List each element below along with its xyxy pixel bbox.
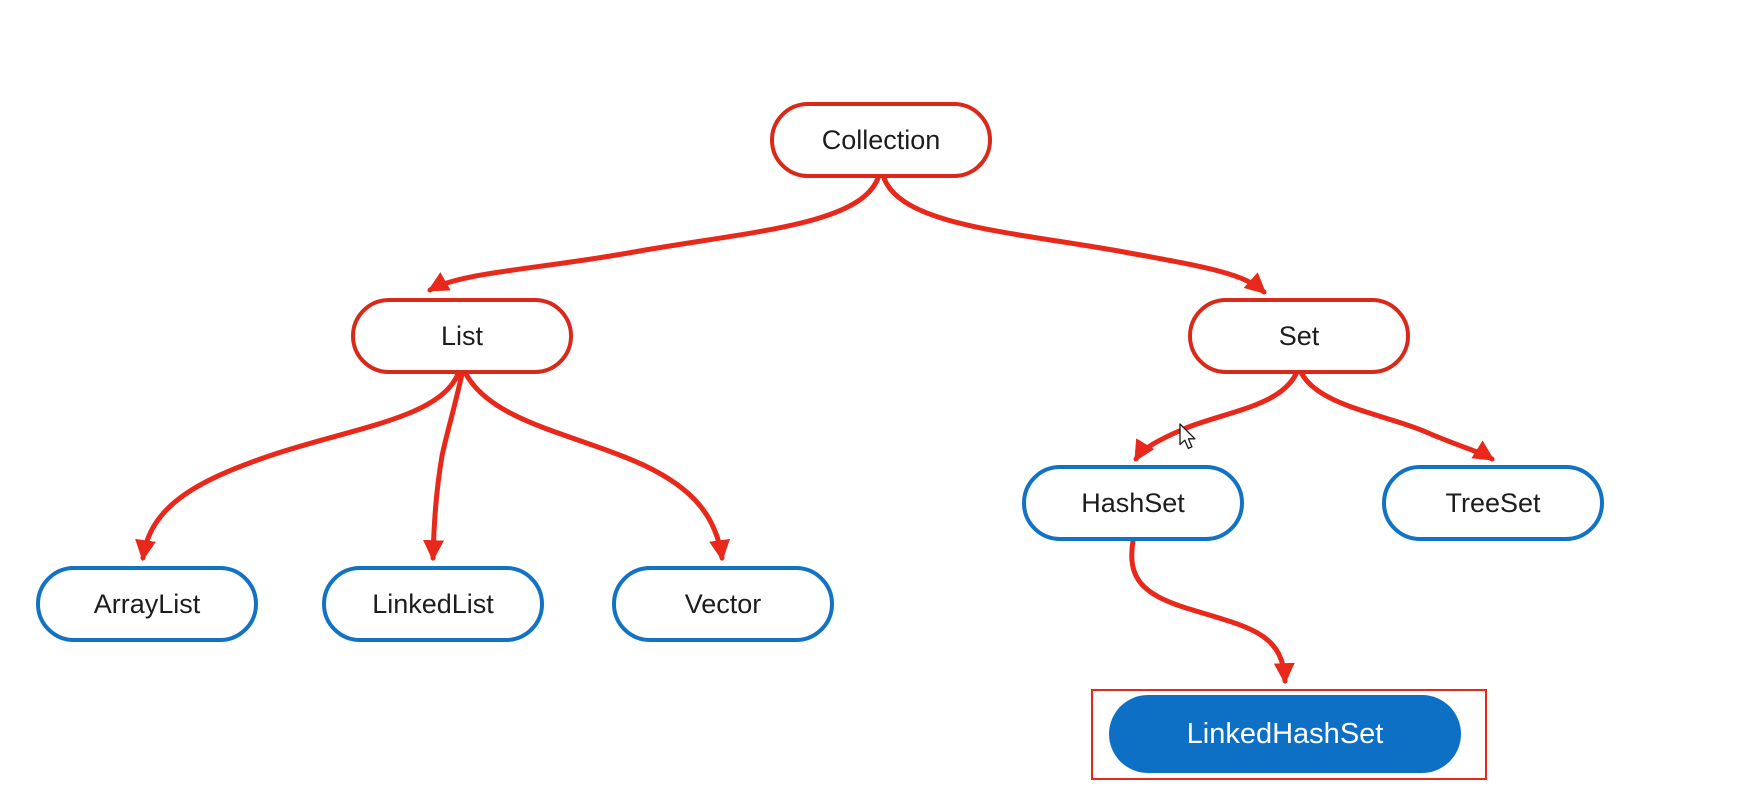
node-vector-label: Vector xyxy=(684,588,762,619)
node-vector[interactable]: Vector xyxy=(612,566,834,642)
node-collection-label: Collection xyxy=(821,124,941,155)
edge-list-arraylist[interactable] xyxy=(135,371,461,562)
edge-list-vector[interactable] xyxy=(463,371,730,562)
node-list-label: List xyxy=(440,320,484,351)
node-linkedlist[interactable]: LinkedList xyxy=(322,566,544,642)
node-treeset[interactable]: TreeSet xyxy=(1382,465,1604,541)
node-arraylist-label: ArrayList xyxy=(93,588,201,619)
edge-set-hashset[interactable] xyxy=(1133,371,1299,462)
edge-set-treeset[interactable] xyxy=(1299,371,1495,462)
node-linkedhashset-selected[interactable]: LinkedHashSet xyxy=(1109,695,1461,773)
mouse-cursor-icon xyxy=(1179,423,1196,450)
node-collection[interactable]: Collection xyxy=(770,102,992,178)
node-treeset-label: TreeSet xyxy=(1445,487,1541,518)
node-linkedhashset-label: LinkedHashSet xyxy=(1186,717,1384,750)
node-hashset-label: HashSet xyxy=(1081,487,1185,518)
selection-rectangle xyxy=(1091,689,1487,780)
node-linkedlist-label: LinkedList xyxy=(372,588,494,619)
edge-collection-set[interactable] xyxy=(881,175,1267,295)
node-set-label: Set xyxy=(1278,320,1320,351)
edge-collection-list[interactable] xyxy=(427,175,881,293)
node-arraylist[interactable]: ArrayList xyxy=(36,566,258,642)
edge-hashset-linkedhashset[interactable] xyxy=(1129,538,1295,685)
node-hashset[interactable]: HashSet xyxy=(1022,465,1244,541)
node-list[interactable]: List xyxy=(351,298,573,374)
edge-list-linkedlist[interactable] xyxy=(423,371,465,562)
node-set[interactable]: Set xyxy=(1188,298,1410,374)
